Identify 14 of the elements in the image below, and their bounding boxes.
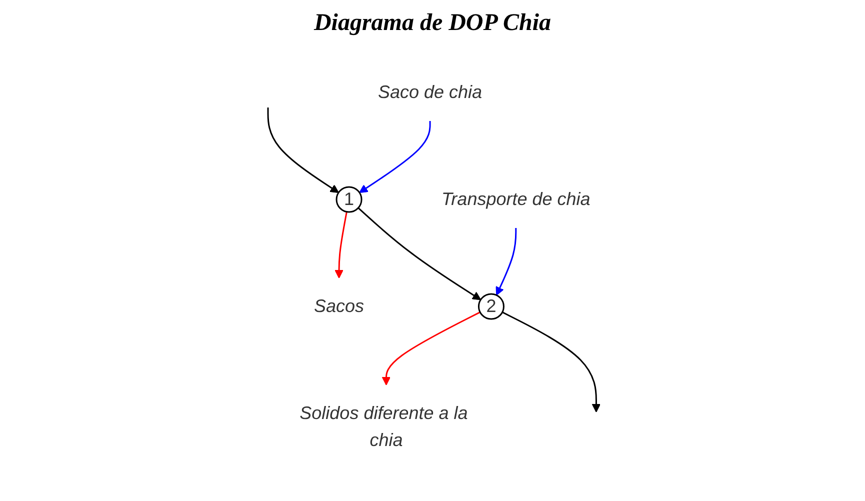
node-text: Solidos diferente a la chia — [300, 402, 468, 450]
arrow — [502, 311, 601, 412]
arrow — [496, 228, 518, 296]
node-circle: 2 — [478, 292, 505, 320]
arrow — [268, 107, 340, 192]
arrow — [359, 120, 432, 192]
node-text: Transporte de chia — [442, 188, 591, 208]
arrow — [382, 311, 481, 385]
arrow — [335, 211, 348, 278]
node-circle: 1 — [336, 186, 363, 212]
arrow — [358, 206, 482, 300]
node-text: Saco de chia — [378, 82, 482, 102]
diagram-title: Diagrama de DOP Chia — [312, 10, 552, 37]
node-text: Sacos — [314, 295, 364, 316]
